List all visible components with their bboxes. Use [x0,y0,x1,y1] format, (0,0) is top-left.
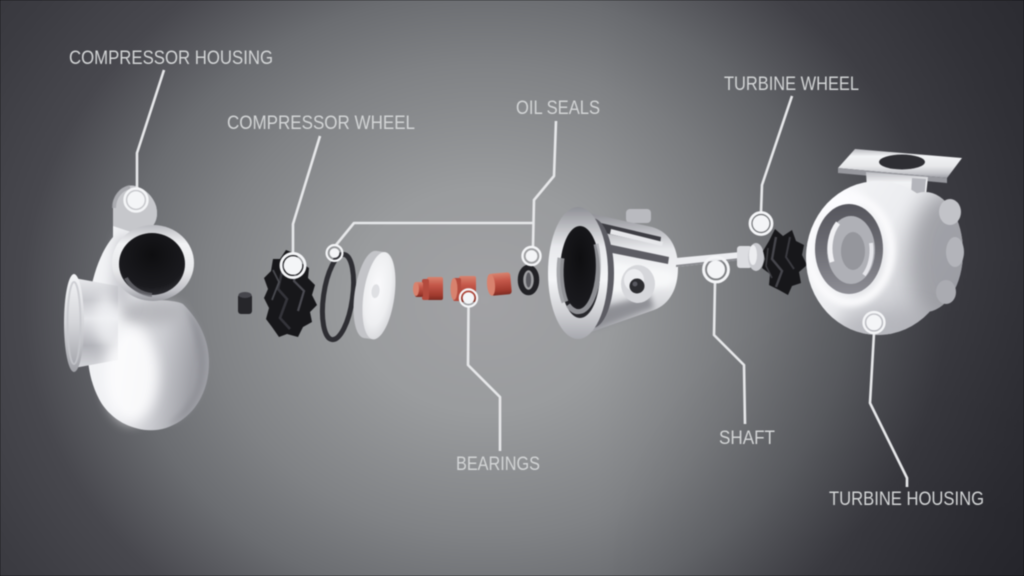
svg-text:COMPRESSOR HOUSING: COMPRESSOR HOUSING [69,47,273,69]
svg-text:COMPRESSOR WHEEL: COMPRESSOR WHEEL [227,112,415,134]
svg-text:SHAFT: SHAFT [719,427,775,449]
svg-text:BEARINGS: BEARINGS [456,453,540,475]
svg-text:TURBINE WHEEL: TURBINE WHEEL [724,73,859,95]
svg-text:TURBINE HOUSING: TURBINE HOUSING [829,488,984,510]
svg-text:OIL SEALS: OIL SEALS [516,97,600,119]
